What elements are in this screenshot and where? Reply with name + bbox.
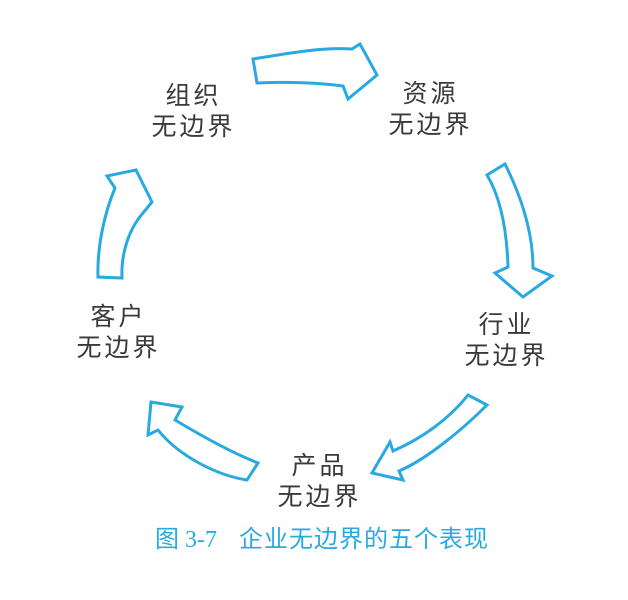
arrow-resource-to-industry-icon [484, 161, 556, 299]
arrow-resource-to-industry-path [484, 161, 556, 299]
figure-caption-title: 企业无边界的五个表现 [239, 527, 489, 553]
node-product: 产品 无边界 [274, 451, 361, 513]
node-resource: 资源 无边界 [385, 79, 472, 141]
arrow-industry-to-product-path [369, 393, 490, 483]
figure-caption-label: 图 3-7 [155, 527, 217, 553]
node-organization: 组织 无边界 [148, 81, 235, 143]
node-customer: 客户 无边界 [73, 302, 160, 364]
arrow-customer-to-organization-path [96, 168, 154, 280]
arrow-product-to-customer-path [146, 400, 261, 482]
node-resource-line2: 无边界 [388, 112, 473, 139]
node-customer-line2: 无边界 [76, 335, 161, 362]
arrow-organization-to-resource-path [251, 41, 379, 102]
node-industry-line2: 无边界 [464, 343, 549, 370]
node-customer-line1: 客户 [90, 304, 147, 331]
node-industry: 行业 无边界 [461, 310, 548, 372]
node-resource-line1: 资源 [402, 81, 459, 108]
figure-caption: 图 3-7 企业无边界的五个表现 [155, 526, 489, 554]
node-product-line2: 无边界 [277, 484, 362, 511]
arrow-product-to-customer-icon [146, 400, 261, 482]
arrow-organization-to-resource-icon [251, 41, 379, 102]
node-product-line1: 产品 [291, 453, 348, 480]
node-organization-line2: 无边界 [151, 114, 236, 141]
node-industry-line1: 行业 [478, 312, 535, 339]
arrow-industry-to-product-icon [369, 393, 490, 483]
node-organization-line1: 组织 [165, 83, 222, 110]
arrow-customer-to-organization-icon [96, 168, 154, 280]
